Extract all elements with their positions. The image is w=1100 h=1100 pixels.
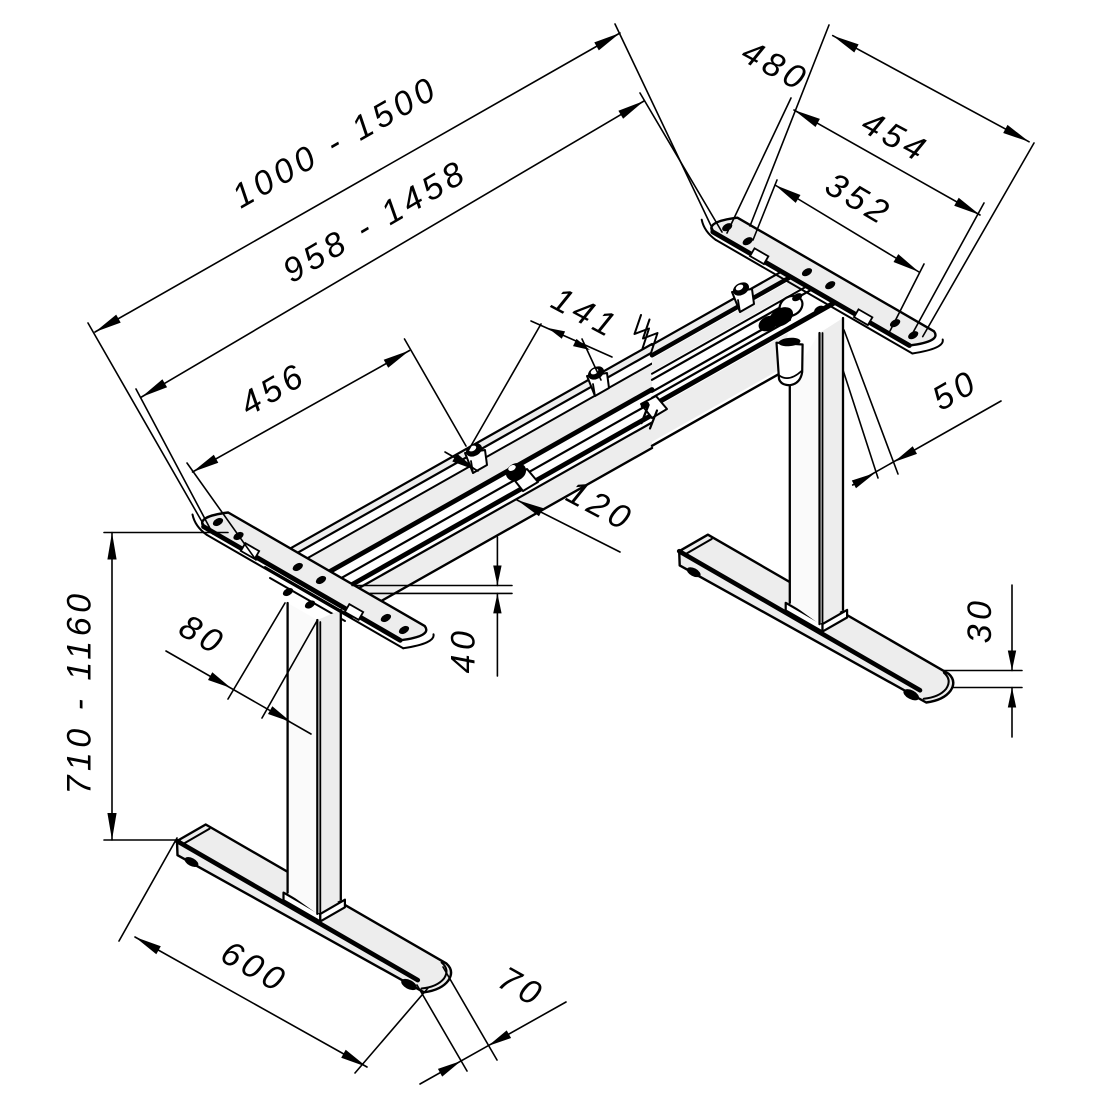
svg-text:40: 40 <box>445 627 483 674</box>
svg-text:710 - 1160: 710 - 1160 <box>61 589 99 794</box>
svg-text:30: 30 <box>961 597 999 644</box>
